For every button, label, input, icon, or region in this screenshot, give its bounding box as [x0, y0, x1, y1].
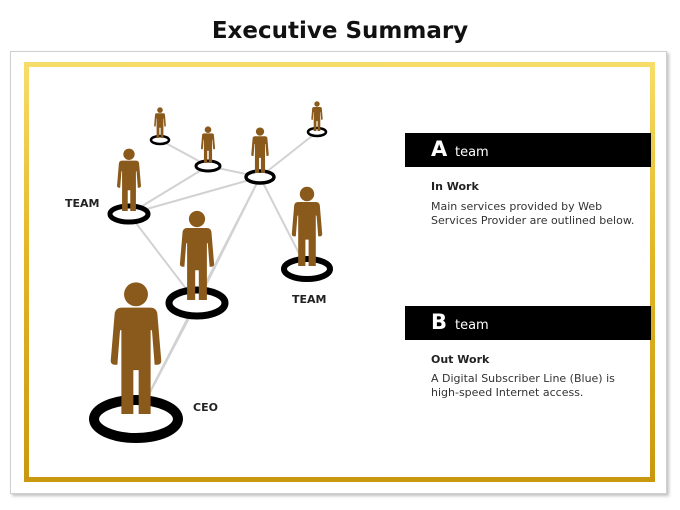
section-a-heading: In Work	[431, 180, 479, 193]
ring-ceo	[89, 395, 183, 443]
team-label-left: TEAM	[65, 197, 100, 210]
person-icon	[200, 126, 216, 163]
ring-small-4	[306, 126, 328, 138]
person-icon	[251, 127, 269, 173]
person-icon	[117, 148, 141, 211]
section-a-word: team	[455, 145, 489, 160]
base-rings	[89, 126, 333, 443]
section-b-text: A Digital Subscriber Line (Blue) is high…	[431, 372, 615, 399]
section-b-word: team	[455, 318, 489, 333]
section-a-banner: A team	[405, 133, 651, 167]
section-a-text: Main services provided by Web Services P…	[431, 200, 635, 227]
ring-middle	[165, 286, 229, 320]
slide-title: Executive Summary	[211, 18, 469, 44]
person-icon	[311, 101, 323, 131]
ring-team-left	[107, 203, 151, 225]
people-figures	[110, 101, 323, 414]
ring-small-1	[149, 134, 171, 146]
person-icon	[291, 186, 323, 266]
ceo-person-icon	[110, 282, 162, 414]
section-b-banner: B team	[405, 306, 651, 340]
ceo-label: CEO	[193, 401, 218, 414]
ring-small-2	[194, 159, 222, 173]
team-label-right: TEAM	[292, 293, 327, 306]
section-b-letter: B	[431, 310, 448, 334]
section-b-heading: Out Work	[431, 353, 490, 366]
person-icon	[154, 107, 166, 138]
ring-team-right	[281, 256, 333, 282]
ring-small-3	[244, 169, 276, 185]
section-a-letter: A	[431, 137, 448, 161]
